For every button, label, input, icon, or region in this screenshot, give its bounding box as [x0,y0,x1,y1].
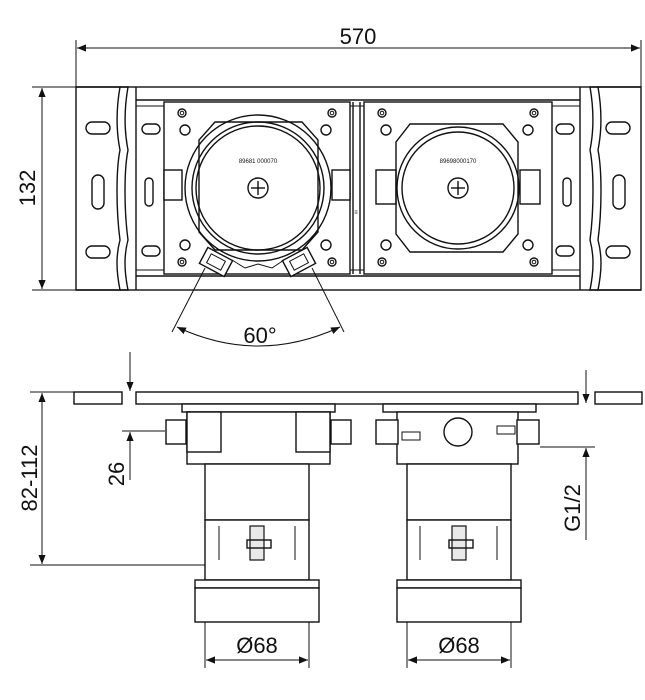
dim-diameter-right-label: Ø68 [438,633,480,658]
left-module-code: 89681 000070 [239,159,278,165]
dim-offset: 26 [104,352,165,486]
side-view: 82-112 26 G1/2 [17,352,643,668]
dim-height-top-label: 132 [15,170,40,207]
dim-depth-range-label: 82-112 [17,445,42,512]
mounting-frame [75,86,642,291]
dim-angle: 60° [171,267,345,348]
right-adjust-screw [419,525,498,561]
dim-diameter-left: Ø68 [204,622,310,668]
wall-plate [30,391,643,405]
center-mark: ≡ [354,210,358,216]
dim-overall-width: 570 [75,24,642,88]
dim-depth-range: 82-112 [17,393,205,566]
left-module-side [165,403,352,623]
dim-thread: G1/2 [540,370,595,540]
center-divider: ≡ [352,102,361,274]
left-module-top: 89681 000070 [163,101,351,278]
right-module-side [375,403,540,623]
dim-diameter-right: Ø68 [406,622,512,668]
dim-angle-label: 60° [243,323,276,348]
left-adjust-screw [218,525,296,561]
dim-height-top: 132 [15,86,76,291]
right-module-code: 89698000170 [440,159,477,165]
top-view: 570 132 [15,24,642,348]
dim-thread-label: G1/2 [560,484,585,532]
right-module-top: 89698000170 [363,101,553,275]
dim-offset-label: 26 [104,462,129,486]
dim-diameter-left-label: Ø68 [236,633,278,658]
dim-overall-width-label: 570 [340,24,377,49]
